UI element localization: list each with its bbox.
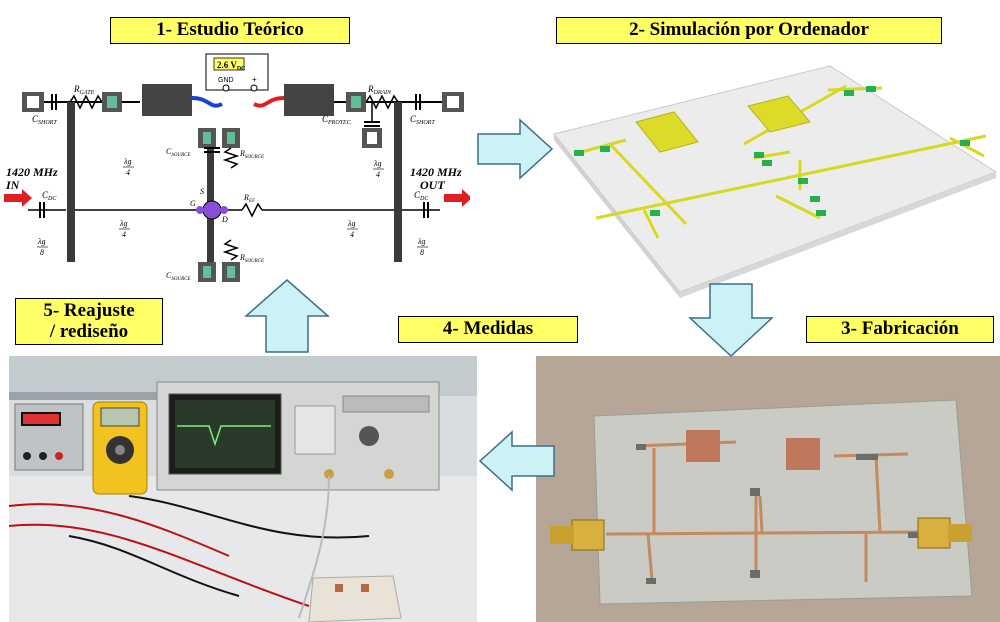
lambda-fraction-top: λg 4 bbox=[123, 157, 134, 177]
r-gate-resistor bbox=[69, 94, 103, 110]
c-short-right-label: C bbox=[410, 114, 417, 124]
svg-text:2.6 VDC: 2.6 VDC bbox=[217, 60, 246, 72]
r-drain-label: R bbox=[367, 84, 374, 94]
vdc-sub: DC bbox=[237, 66, 246, 72]
c-source-top-label: C bbox=[166, 147, 172, 156]
svg-text:CDC: CDC bbox=[42, 190, 57, 202]
fabrication-photo bbox=[536, 356, 1000, 622]
in-label: IN bbox=[5, 178, 21, 192]
pcb-traces bbox=[605, 440, 933, 582]
plus-text: + bbox=[252, 75, 257, 84]
c-protec-label: C bbox=[322, 114, 329, 124]
svg-text:4: 4 bbox=[376, 170, 380, 179]
r-ef-sub: EF bbox=[248, 199, 256, 204]
drain-label: D bbox=[221, 215, 228, 224]
sma-connector-right bbox=[917, 517, 972, 549]
step4-label: 4- Medidas bbox=[398, 316, 578, 343]
c-source-bottom-sub: SOURCE bbox=[171, 277, 190, 282]
input-arrow bbox=[4, 189, 32, 207]
svg-text:λg: λg bbox=[373, 159, 381, 168]
svg-text:λg: λg bbox=[347, 219, 355, 228]
gate-label: G bbox=[190, 199, 196, 208]
svg-text:CSOURCE: CSOURCE bbox=[166, 271, 191, 282]
arrow-5-to-1 bbox=[244, 279, 330, 353]
svg-text:4: 4 bbox=[126, 168, 130, 177]
arrow-2-to-3 bbox=[688, 283, 774, 358]
right-stub-line bbox=[394, 102, 402, 262]
svg-text:RDRAIN: RDRAIN bbox=[367, 84, 392, 96]
r-source-bottom-label: R bbox=[239, 253, 245, 262]
svg-text:RGATE: RGATE bbox=[73, 84, 95, 96]
svg-text:λg: λg bbox=[123, 157, 131, 166]
c-short-right-sub: SHORT bbox=[416, 120, 435, 126]
simulation-panel bbox=[553, 65, 998, 298]
sma-connector-left bbox=[550, 519, 605, 551]
step3-label: 3- Fabricación bbox=[806, 316, 994, 343]
lambda-fraction-out: λg 4 bbox=[347, 219, 358, 239]
r-drain-sub: DRAIN bbox=[373, 90, 393, 96]
svg-text:8: 8 bbox=[40, 248, 44, 257]
c-short-left-sub: SHORT bbox=[38, 120, 57, 126]
r-source-bottom-sub: SOURCE bbox=[245, 259, 264, 264]
step5-line1: 5- Reajuste bbox=[43, 300, 135, 321]
lambda-fraction-drain: λg 4 bbox=[373, 159, 384, 179]
out-label: OUT bbox=[420, 178, 445, 192]
r-gate-label: R bbox=[73, 84, 80, 94]
c-dc-out-sub: DC bbox=[419, 196, 429, 202]
svg-text:RSOURCE: RSOURCE bbox=[239, 149, 264, 160]
bias-block-right bbox=[284, 84, 334, 116]
pad-right bbox=[747, 95, 811, 133]
svg-text:4: 4 bbox=[350, 230, 354, 239]
svg-text:8: 8 bbox=[420, 248, 424, 257]
svg-text:λg: λg bbox=[119, 219, 127, 228]
r-ef-label: R bbox=[243, 193, 249, 202]
gnd-text: GND bbox=[218, 77, 234, 84]
step1-label: 1- Estudio Teórico bbox=[110, 17, 350, 44]
r-drain-resistor bbox=[365, 94, 399, 110]
step5-line2: / rediseño bbox=[49, 321, 129, 342]
svg-text:λg: λg bbox=[37, 237, 45, 246]
copper-pad-right bbox=[786, 438, 820, 470]
c-short-left-label: C bbox=[32, 114, 39, 124]
transistor bbox=[202, 200, 222, 220]
svg-text:CSHORT: CSHORT bbox=[32, 114, 57, 126]
pad-left bbox=[635, 111, 699, 153]
bias-block-left bbox=[142, 84, 192, 116]
lambda-fraction-stub-out: λg 8 bbox=[417, 237, 428, 257]
c-dc-in-sub: DC bbox=[47, 196, 57, 202]
svg-text:RSOURCE: RSOURCE bbox=[239, 253, 264, 264]
lambda-fraction-stub-in: λg 8 bbox=[37, 237, 48, 257]
r-gate-sub: GATE bbox=[80, 90, 95, 96]
c-dc-out-label: C bbox=[414, 190, 421, 200]
arrow-1-to-2 bbox=[477, 118, 554, 180]
c-protec-sub: PROTEC bbox=[327, 120, 352, 126]
source-label: S bbox=[200, 187, 204, 196]
schematic-panel: 2.6 VDC GND + 1420 MHz IN 1420 MHz OUT R… bbox=[4, 53, 470, 282]
left-stub-line bbox=[67, 102, 75, 262]
arrow-3-to-4 bbox=[478, 430, 555, 492]
lambda-fraction-in: λg 4 bbox=[119, 219, 130, 239]
vdc-value: 2.6 V bbox=[217, 60, 237, 70]
step2-label: 2- Simulación por Ordenador bbox=[556, 17, 942, 44]
out-freq: 1420 MHz bbox=[410, 165, 462, 179]
r-source-top-sub: SOURCE bbox=[245, 155, 264, 160]
svg-text:CDC: CDC bbox=[414, 190, 429, 202]
c-source-top-sub: SOURCE bbox=[171, 153, 190, 158]
c-source-bottom-label: C bbox=[166, 271, 172, 280]
svg-text:CSHORT: CSHORT bbox=[410, 114, 435, 126]
copper-pad-left bbox=[686, 430, 720, 462]
svg-text:4: 4 bbox=[122, 230, 126, 239]
output-arrow bbox=[444, 189, 470, 207]
step5-label: 5- Reajuste / rediseño bbox=[15, 298, 163, 345]
svg-text:REF: REF bbox=[243, 193, 256, 204]
in-freq: 1420 MHz bbox=[6, 165, 58, 179]
pcb-under-test bbox=[308, 575, 402, 622]
svg-text:CPROTEC: CPROTEC bbox=[322, 114, 352, 126]
components bbox=[574, 86, 970, 216]
svg-text:λg: λg bbox=[417, 237, 425, 246]
measurement-photo bbox=[9, 356, 477, 622]
svg-text:CSOURCE: CSOURCE bbox=[166, 147, 191, 158]
r-source-top-label: R bbox=[239, 149, 245, 158]
c-dc-in-label: C bbox=[42, 190, 49, 200]
